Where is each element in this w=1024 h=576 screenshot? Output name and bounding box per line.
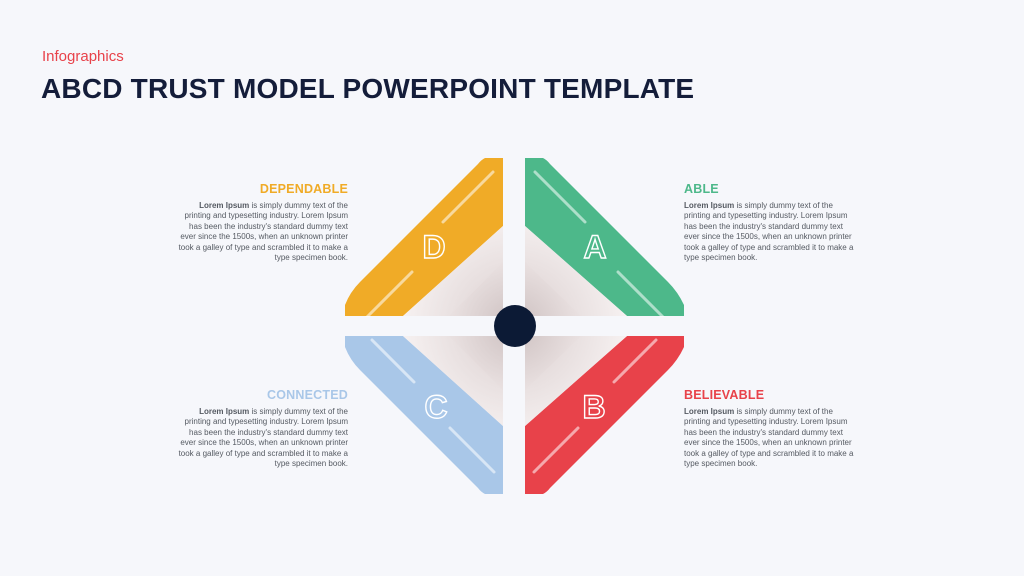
connected-text: Lorem Ipsum is simply dummy text of the …: [178, 407, 348, 469]
quadrant-d-stripe: [441, 170, 495, 224]
quadrant-a-stripe: [616, 270, 666, 320]
quadrant-a-stripe: [533, 170, 587, 224]
able-text: Lorem Ipsum is simply dummy text of the …: [684, 201, 854, 263]
quadrant-c: C: [345, 336, 503, 494]
able-block: ABLE Lorem Ipsum is simply dummy text of…: [684, 182, 856, 263]
quadrant-a-shade: [525, 262, 581, 316]
quadrant-b-stripe: [532, 426, 580, 474]
dependable-heading: DEPENDABLE: [259, 182, 348, 196]
quadrant-b-band: [525, 336, 684, 494]
quadrant-d-letter: D: [422, 229, 445, 265]
quadrant-c-stripe: [448, 426, 496, 474]
quadrant-c-shade: [449, 336, 503, 390]
category-label: Infographics: [42, 48, 124, 65]
quadrant-b-shade: [525, 336, 581, 390]
quadrant-d-stripe: [364, 270, 414, 320]
quadrant-b: B: [525, 336, 684, 494]
quadrant-d: D: [345, 158, 503, 320]
quadrant-b-stripe: [612, 338, 658, 384]
believable-text: Lorem Ipsum is simply dummy text of the …: [684, 407, 854, 469]
quadrant-c-band: [345, 336, 503, 494]
quadrant-b-letter: B: [582, 389, 605, 425]
dependable-text: Lorem Ipsum is simply dummy text of the …: [178, 201, 348, 263]
quadrant-d-shade: [449, 262, 503, 316]
able-heading: ABLE: [684, 182, 719, 196]
dependable-block: DEPENDABLE Lorem Ipsum is simply dummy t…: [176, 182, 348, 263]
quadrant-d-band: [345, 158, 503, 316]
quadrant-c-letter: C: [424, 389, 447, 425]
believable-heading: BELIEVABLE: [684, 388, 765, 402]
quadrant-c-stripe: [370, 338, 416, 384]
center-node: [494, 305, 536, 347]
quadrant-a: A: [525, 158, 684, 320]
connected-block: CONNECTED Lorem Ipsum is simply dummy te…: [176, 388, 348, 469]
quadrant-a-band: [525, 158, 684, 316]
page-title: ABCD TRUST MODEL POWERPOINT TEMPLATE: [41, 73, 695, 104]
believable-block: BELIEVABLE Lorem Ipsum is simply dummy t…: [684, 388, 856, 469]
quadrant-a-letter: A: [583, 229, 606, 265]
connected-heading: CONNECTED: [267, 388, 348, 402]
